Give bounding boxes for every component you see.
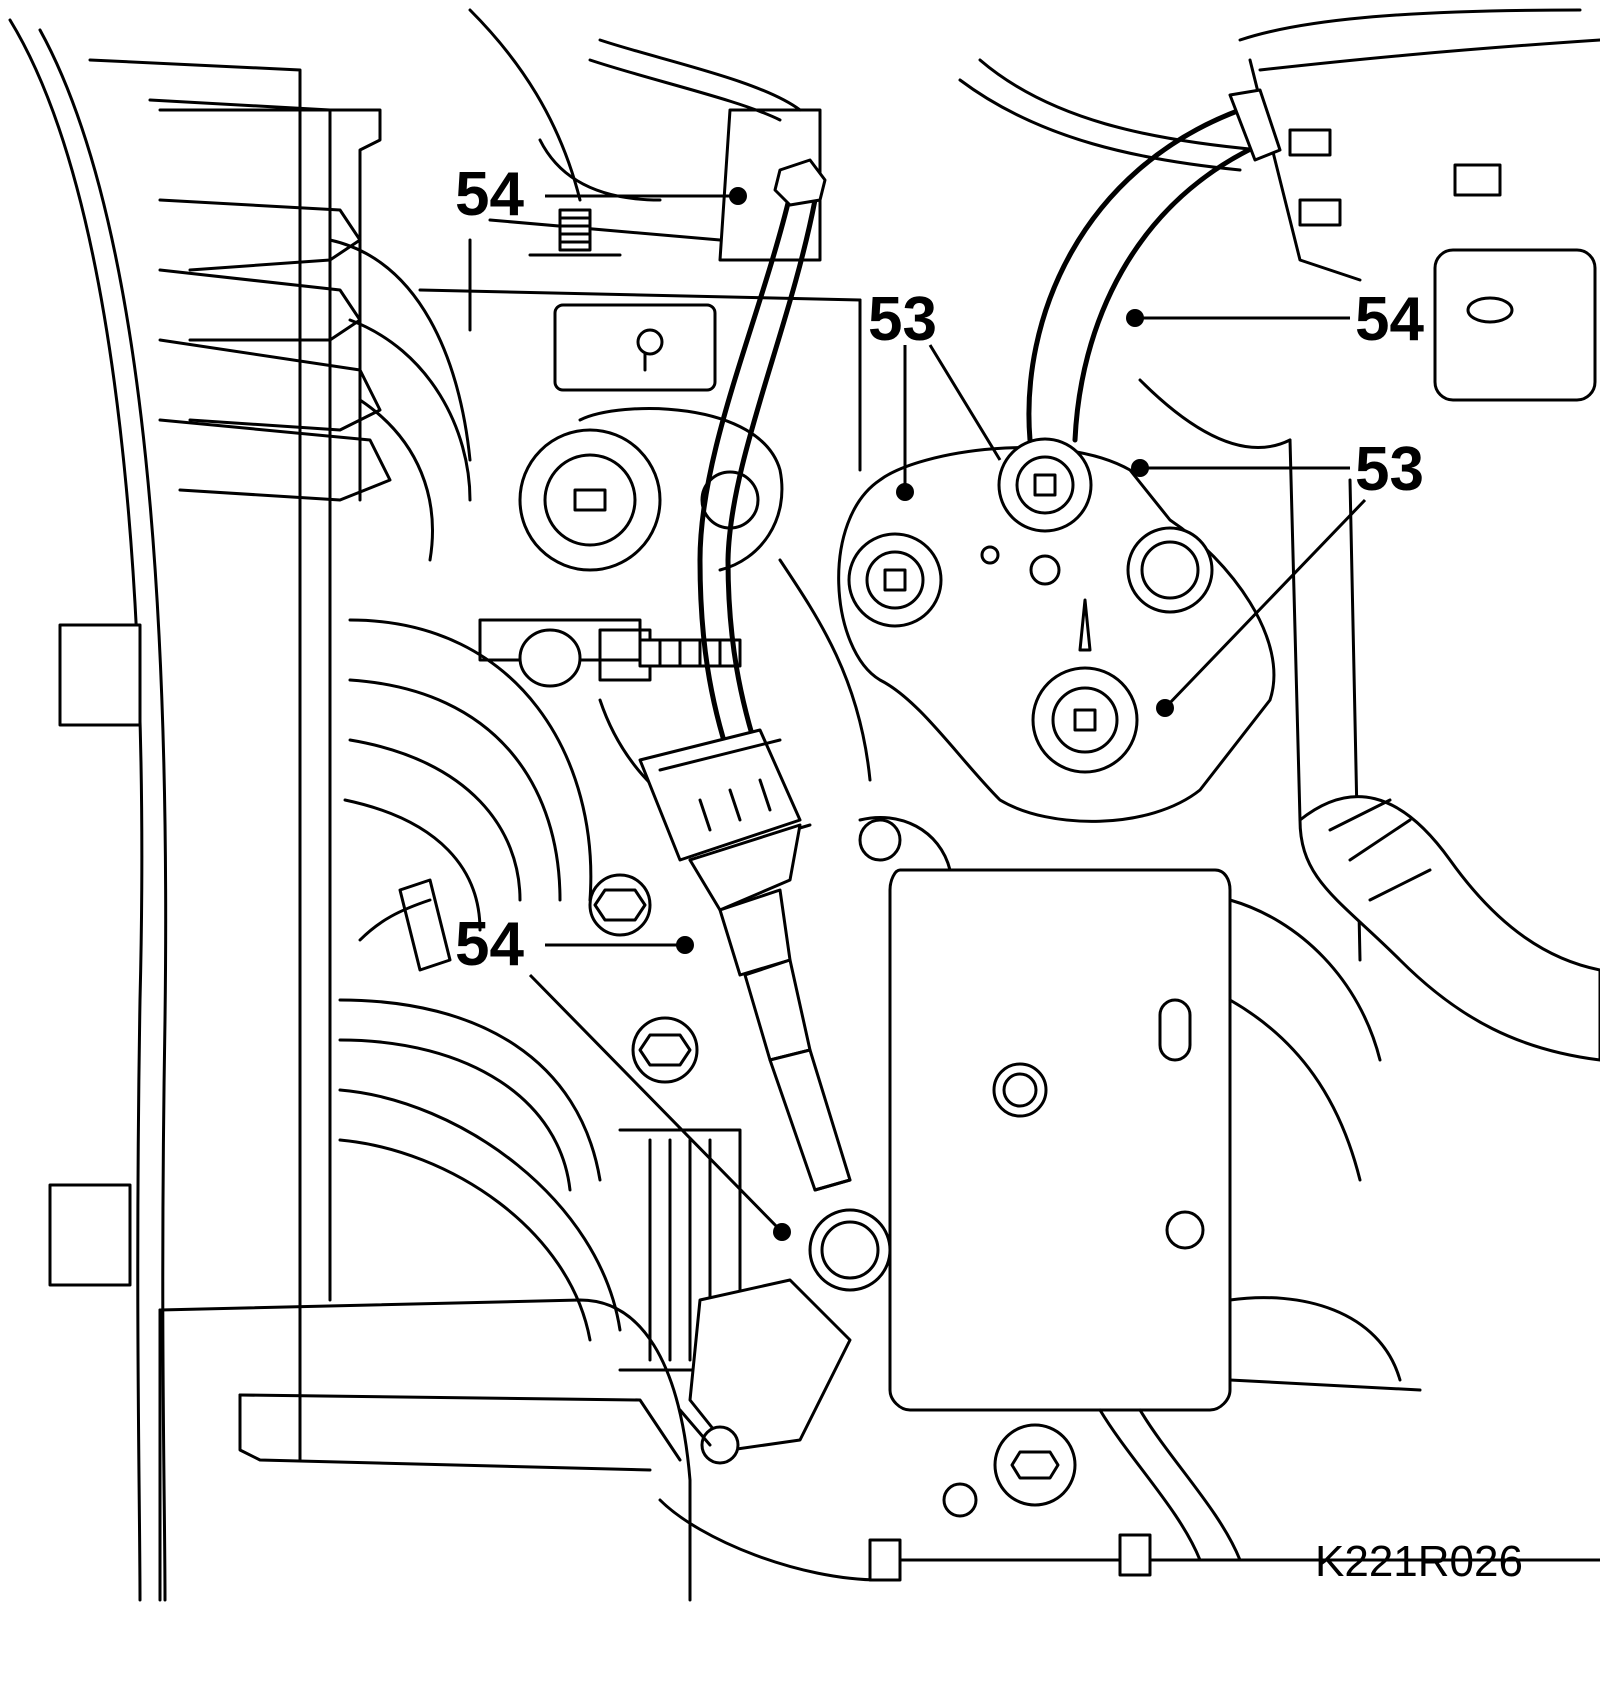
- callout-dot: [773, 1223, 791, 1241]
- callout-54-top: 54: [455, 160, 747, 229]
- callout-dot: [729, 187, 747, 205]
- callout-dot: [1131, 459, 1149, 477]
- callout-leader-line: [928, 344, 1002, 461]
- figure-reference-code: K221R026: [1315, 1537, 1523, 1586]
- pulley-assembly: [338, 618, 622, 1342]
- callout-leader-line: [528, 973, 784, 1234]
- callout-label: 54: [455, 160, 524, 229]
- hose-left: [697, 158, 827, 763]
- callout-53-center: 53: [868, 285, 1002, 501]
- top-bolt: [528, 208, 622, 257]
- lower-bracket: [158, 1298, 692, 1602]
- callout-54-right: 54: [1126, 285, 1424, 354]
- callout-leader-line: [1163, 498, 1367, 710]
- right-hose: [1298, 795, 1600, 1062]
- tensioner: [658, 1278, 1600, 1582]
- quick-coupler: [638, 728, 892, 1292]
- upper-bracket: [418, 8, 862, 472]
- sensor-connector: [358, 878, 452, 972]
- callout-dot: [1126, 309, 1144, 327]
- callout-dot: [1156, 699, 1174, 717]
- cover-plate: [888, 868, 1422, 1412]
- callout-dot: [676, 936, 694, 954]
- valve-plate: [837, 437, 1276, 823]
- figure-reference: K221R026: [1315, 1537, 1523, 1586]
- callout-label: 53: [868, 285, 937, 354]
- callout-54-lower: 54: [455, 910, 791, 1241]
- intake-boot: [158, 108, 472, 562]
- lower-block: [588, 815, 952, 1372]
- callout-label: 54: [455, 910, 524, 979]
- callout-label: 54: [1355, 285, 1424, 354]
- callout-label: 53: [1355, 435, 1424, 504]
- fender-panel: [8, 18, 332, 1602]
- right-bracket: [958, 8, 1600, 962]
- callout-dot: [896, 483, 914, 501]
- callout-53-right: 53: [1131, 435, 1424, 717]
- hose-right: [1026, 88, 1282, 443]
- engine-block: [478, 406, 872, 822]
